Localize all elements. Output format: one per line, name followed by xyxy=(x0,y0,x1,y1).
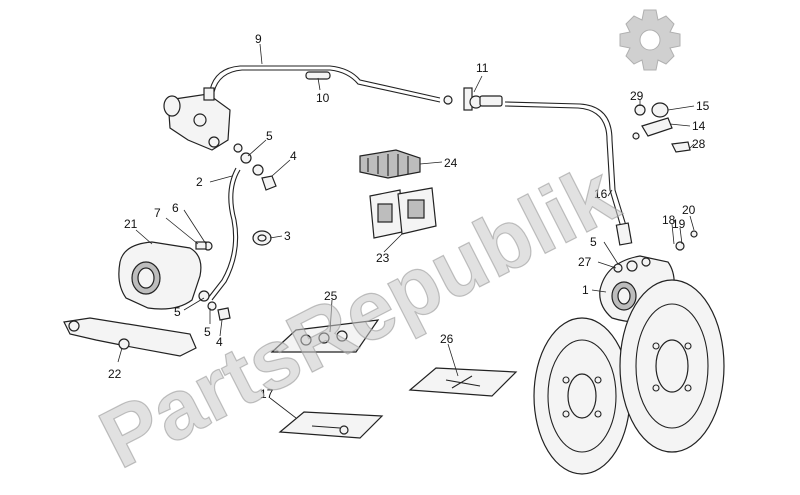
callout-label: 7 xyxy=(154,206,161,220)
repair-kit xyxy=(408,367,518,397)
callout-label: 29 xyxy=(630,89,644,103)
callout-label: 10 xyxy=(316,91,330,105)
brake-hose-rear xyxy=(207,167,237,299)
caliper-bracket xyxy=(63,317,197,357)
callout-label: 2 xyxy=(196,175,203,189)
grommet xyxy=(252,230,272,246)
banjo-bolt-lower xyxy=(198,290,231,321)
callout-label: 22 xyxy=(108,367,122,381)
brake-hose-front-inner xyxy=(504,105,624,235)
callout-label: 26 xyxy=(440,332,454,346)
brake-pad-lower xyxy=(369,187,437,239)
rear-caliper xyxy=(118,241,213,310)
brake-pad-upper xyxy=(359,149,421,179)
callout-label: 5 xyxy=(590,235,597,249)
callout-label: 5 xyxy=(174,305,181,319)
callout-label: 3 xyxy=(284,229,291,243)
gear-icon xyxy=(619,9,681,71)
callout-label: 24 xyxy=(444,156,458,170)
callout-label: 5 xyxy=(204,325,211,339)
brake-disc-right xyxy=(619,279,725,453)
callout-label: 28 xyxy=(692,137,706,151)
callout-label: 15 xyxy=(696,99,710,113)
callout-label: 18 xyxy=(662,213,676,227)
brake-disc-left xyxy=(533,317,631,475)
callout-label: 16 xyxy=(594,187,608,201)
callout-label: 4 xyxy=(290,149,297,163)
callout-label: 4 xyxy=(216,335,223,349)
callout-label: 20 xyxy=(682,203,696,217)
callout-label: 1 xyxy=(582,283,589,297)
brake-pipe-upper-inner xyxy=(213,69,441,103)
master-cylinder xyxy=(163,87,231,151)
pipe-clamp xyxy=(443,87,503,111)
adjuster-parts xyxy=(632,102,691,153)
callout-label: 27 xyxy=(578,255,592,269)
pipe-clip xyxy=(305,71,331,80)
callout-labels: 9 10 11 15 14 28 29 5 4 2 24 16 21 7 6 3… xyxy=(108,32,710,401)
callout-label: 9 xyxy=(255,32,262,46)
callout-label: 19 xyxy=(672,217,686,231)
seal-kit xyxy=(270,319,380,353)
banjo-bolt-upper xyxy=(233,143,277,191)
callout-label: 21 xyxy=(124,217,138,231)
brake-pipe-upper xyxy=(209,65,441,99)
pin-kit xyxy=(278,411,384,439)
callout-label: 17 xyxy=(260,387,274,401)
callout-label: 5 xyxy=(266,129,273,143)
callout-label: 6 xyxy=(172,201,179,215)
callout-label: 14 xyxy=(692,119,706,133)
callout-label: 25 xyxy=(324,289,338,303)
callout-label: 23 xyxy=(376,251,390,265)
brake-hose-rear-inner xyxy=(211,169,241,301)
brake-hose-front xyxy=(504,101,629,233)
leader-lines xyxy=(117,43,695,419)
callout-label: 11 xyxy=(476,61,489,75)
